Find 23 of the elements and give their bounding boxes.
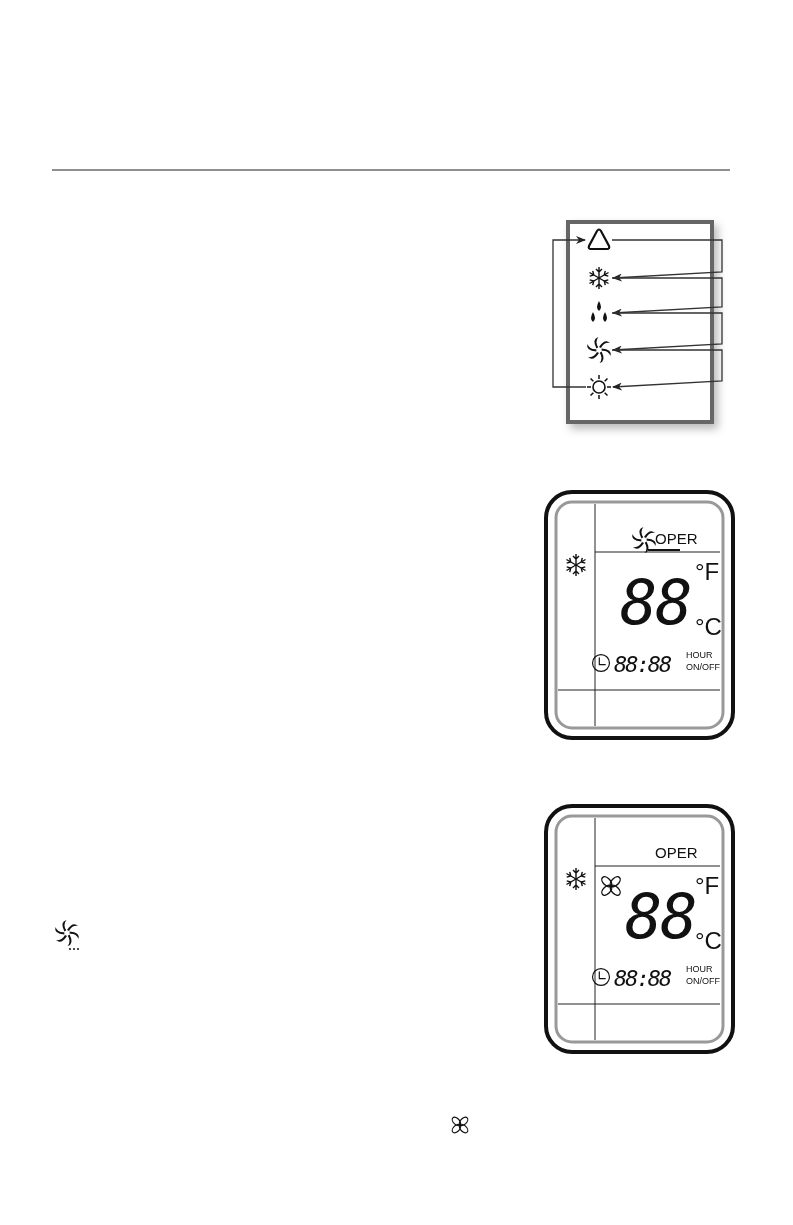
time-digits: 88:88 bbox=[614, 968, 671, 990]
snowflake-icon bbox=[586, 265, 612, 291]
unit-label: ON/OFF bbox=[686, 977, 720, 986]
arrow bbox=[611, 239, 723, 282]
arrow bbox=[611, 277, 723, 317]
temperature-digits: 88 bbox=[625, 886, 696, 948]
arrow bbox=[611, 312, 723, 354]
unit-label: °F bbox=[695, 874, 720, 898]
mode-text: OPER bbox=[655, 845, 698, 860]
unit-label: ON/OFF bbox=[686, 663, 720, 672]
triangle-icon bbox=[586, 227, 612, 253]
sun-icon bbox=[586, 374, 612, 400]
unit-label: °F bbox=[695, 560, 720, 584]
unit-label: °C bbox=[695, 929, 722, 953]
arrow bbox=[611, 349, 723, 391]
mode-text: OPER bbox=[655, 531, 698, 546]
arrow bbox=[552, 236, 587, 388]
unit-label: HOUR bbox=[686, 651, 713, 660]
fan-icon bbox=[586, 337, 612, 363]
temperature-digits: 88 bbox=[620, 572, 691, 634]
time-digits: 88:88 bbox=[614, 654, 671, 676]
unit-label: °C bbox=[695, 615, 722, 639]
unit-label: HOUR bbox=[686, 965, 713, 974]
